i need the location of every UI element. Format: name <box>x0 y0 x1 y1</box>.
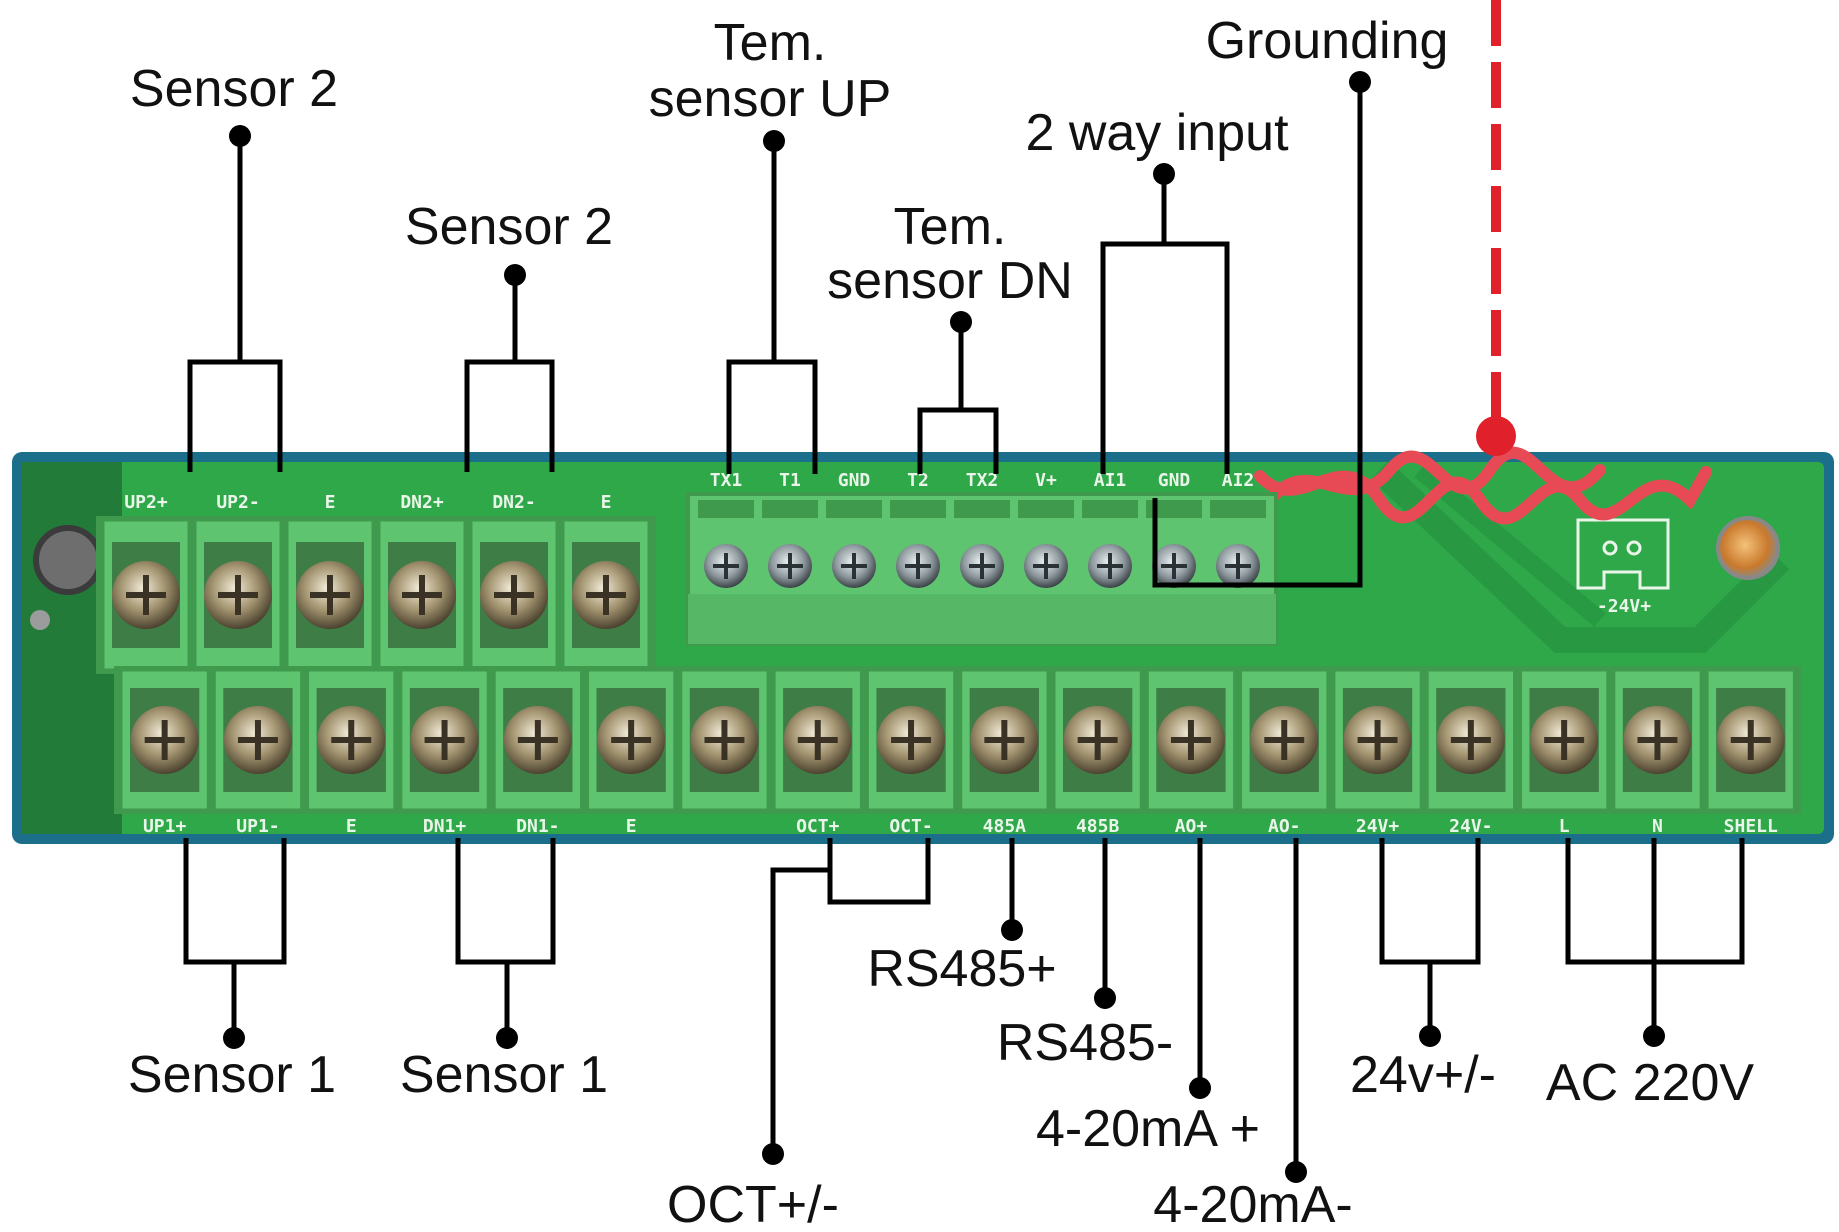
callout-lines <box>183 71 1745 1183</box>
mounting-hole <box>33 525 103 595</box>
silk-label-oct-plus-7: OCT+ <box>796 816 840 837</box>
label-4-20ma-plus: 4-20mA + <box>1036 1100 1260 1158</box>
top-left-terminal-block: UP2+ UP2- E DN2+ DN2- E <box>96 492 656 674</box>
label-tem-dn-line1: Tem. <box>894 198 1007 256</box>
label-oct: OCT+/- <box>667 1176 839 1232</box>
red-wires <box>1254 446 1712 525</box>
terminal-oct-minus-8[interactable] <box>865 668 957 812</box>
grounding-line <box>1476 0 1516 456</box>
silk-label-e-2: E <box>346 816 357 837</box>
terminal-24v-minus-14[interactable] <box>1425 668 1516 812</box>
label-grounding: Grounding <box>1206 12 1449 70</box>
terminal-shell-17[interactable] <box>1705 668 1796 812</box>
silk-label-gnd-7: GND <box>1158 470 1191 491</box>
silk-label-24v-plus-13: 24V+ <box>1356 816 1400 837</box>
silk-label-e-2: E <box>325 492 336 513</box>
terminal-24v-plus-13[interactable] <box>1332 668 1423 812</box>
callout-labels: Sensor 2 Sensor 2 Tem. sensor UP Tem. se… <box>128 12 1754 1232</box>
terminal-dn2-plus-3[interactable] <box>377 518 467 672</box>
label-sensor2-up: Sensor 2 <box>130 60 338 118</box>
label-sensor1-dn: Sensor 1 <box>400 1046 608 1104</box>
terminal-up2-minus-1[interactable] <box>193 518 283 672</box>
terminal-dn1-plus-3[interactable] <box>399 668 490 812</box>
terminal-dn2-minus-4[interactable] <box>469 518 559 672</box>
silk-label-t1-1: T1 <box>779 470 801 491</box>
silk-label-485b-10: 485B <box>1076 816 1120 837</box>
terminal-up1-plus-0[interactable] <box>119 668 210 812</box>
label-rs485-plus: RS485+ <box>867 940 1056 998</box>
silk-label-oct-minus-8: OCT- <box>889 816 932 837</box>
silk-label-tx2-4: TX2 <box>966 470 999 491</box>
label-4-20ma-minus: 4-20mA- <box>1153 1176 1352 1232</box>
buzzer <box>1716 516 1780 580</box>
label-24v: 24v+/- <box>1350 1046 1496 1104</box>
label-two-way-input: 2 way input <box>1025 104 1289 162</box>
terminal-485a-9[interactable] <box>959 668 1050 812</box>
label-tem-dn-line2: sensor DN <box>827 252 1073 310</box>
terminal-dn1-minus-4[interactable] <box>492 668 584 812</box>
terminal-n-16[interactable] <box>1612 668 1703 812</box>
silk-label-up1-minus-1: UP1- <box>236 816 279 837</box>
silk-label-dn1-plus-3: DN1+ <box>423 816 467 837</box>
silk-label-24v-minus-14: 24V- <box>1449 816 1492 837</box>
terminal-up2-plus-0[interactable] <box>101 518 191 672</box>
silk-label-up1-plus-0: UP1+ <box>143 816 187 837</box>
silk-label-ai1-6: AI1 <box>1094 470 1127 491</box>
silk-label-n-16: N <box>1652 816 1663 837</box>
terminal-tx2-4[interactable] <box>954 500 1010 588</box>
terminal-t2-3[interactable] <box>890 500 946 588</box>
label-rs485-minus: RS485- <box>997 1014 1173 1072</box>
terminal-v-plus-5[interactable] <box>1018 500 1074 588</box>
terminal-up1-minus-1[interactable] <box>212 668 304 812</box>
terminal-gnd-7[interactable] <box>1146 500 1202 588</box>
silk-label-ao-plus-11: AO+ <box>1175 816 1208 837</box>
silk-label-tx1-0: TX1 <box>710 470 743 491</box>
terminal-blank-6[interactable] <box>679 668 770 812</box>
board-marking-24v: -24V+ <box>1597 596 1651 617</box>
label-tem-up-line1: Tem. <box>714 14 827 72</box>
silk-label-e-5: E <box>601 492 612 513</box>
terminal-ao-plus-11[interactable] <box>1145 668 1237 812</box>
silk-label-dn2-plus-3: DN2+ <box>400 492 444 513</box>
silk-label-ao-minus-12: AO- <box>1268 816 1301 837</box>
bottom-terminal-block: UP1+ UP1- E DN1+ DN1- E OCT+ OCT- 485A 485B AO+ AO-… <box>114 666 1802 837</box>
terminal-gnd-2[interactable] <box>826 500 882 588</box>
terminal-ai1-6[interactable] <box>1082 500 1138 588</box>
silk-label-up2-plus-0: UP2+ <box>124 492 168 513</box>
silk-label-e-5: E <box>626 816 637 837</box>
silk-label-t2-3: T2 <box>907 470 929 491</box>
top-right-terminal-block: TX1 T1 GND T2 TX2 V+ AI1 GND AI2 <box>686 470 1278 646</box>
label-ac220: AC 220V <box>1546 1054 1754 1112</box>
silk-label-485a-9: 485A <box>983 816 1027 837</box>
silk-label-gnd-2: GND <box>838 470 871 491</box>
terminal-tx1-0[interactable] <box>698 500 754 588</box>
label-sensor1-up: Sensor 1 <box>128 1046 336 1104</box>
terminal-485b-10[interactable] <box>1052 668 1143 812</box>
silk-label-dn2-minus-4: DN2- <box>492 492 535 513</box>
terminal-ao-minus-12[interactable] <box>1239 668 1330 812</box>
silk-label-ai2-8: AI2 <box>1222 470 1255 491</box>
terminal-oct-plus-7[interactable] <box>772 668 863 812</box>
terminal-ai2-8[interactable] <box>1210 500 1266 588</box>
terminal-l-15[interactable] <box>1519 668 1610 812</box>
silk-label-dn1-minus-4: DN1- <box>516 816 559 837</box>
label-sensor2-dn: Sensor 2 <box>405 198 613 256</box>
terminal-e-2[interactable] <box>306 668 397 812</box>
silk-label-up2-minus-1: UP2- <box>216 492 259 513</box>
terminal-e-5[interactable] <box>586 668 677 812</box>
silk-label-l-15: L <box>1559 816 1570 837</box>
terminal-e-2[interactable] <box>285 518 375 672</box>
terminal-t1-1[interactable] <box>762 500 818 588</box>
silk-label-shell-17: SHELL <box>1724 816 1778 837</box>
silk-label-v-plus-5: V+ <box>1035 470 1057 491</box>
label-tem-up-line2: sensor UP <box>649 70 892 128</box>
terminal-e-5[interactable] <box>561 518 651 672</box>
board-connector-24v: -24V+ <box>1576 518 1670 617</box>
